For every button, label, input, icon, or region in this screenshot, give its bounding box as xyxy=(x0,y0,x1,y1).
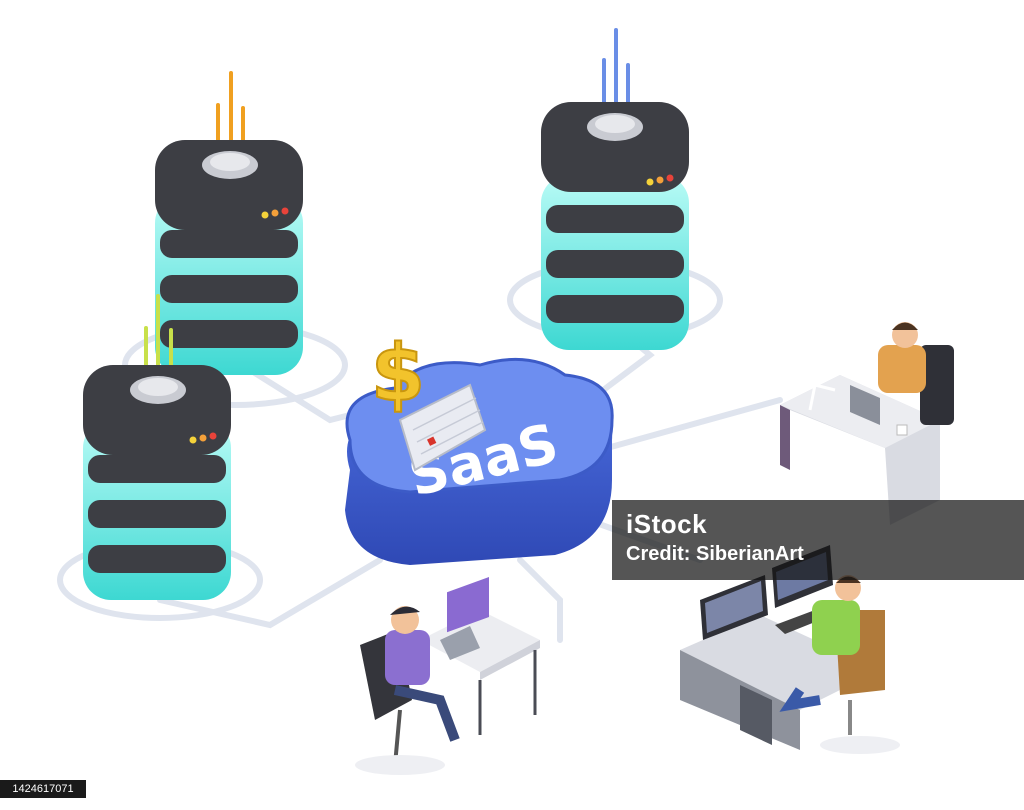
status-lights-icon xyxy=(646,174,674,186)
calendar-icon xyxy=(398,383,487,472)
office-worker-desk-bottom-center xyxy=(360,577,540,766)
watermark-credit: Credit: SiberianArt xyxy=(626,543,804,565)
monitor-left-icon xyxy=(700,575,768,640)
svg-text:$: $ xyxy=(371,329,425,419)
office-worker-desk-bottom-right xyxy=(680,545,885,750)
desk-lamp-icon xyxy=(808,383,836,411)
dollar-icon: $ xyxy=(370,328,426,420)
server-rack-bottom-left xyxy=(83,294,231,600)
status-lights-icon xyxy=(261,207,289,219)
stock-image-id: 1424617071 xyxy=(0,780,86,798)
floor-shadows xyxy=(355,736,900,775)
office-worker-desk-top-right xyxy=(780,322,954,525)
server-rack-top-right xyxy=(541,28,689,350)
stock-watermark: iStock Credit: SiberianArt xyxy=(612,500,1024,580)
watermark-logo: iStock xyxy=(626,509,708,539)
coffee-cup-icon xyxy=(896,424,908,436)
server-rack-top-left xyxy=(155,71,303,375)
status-lights-icon xyxy=(189,432,217,444)
